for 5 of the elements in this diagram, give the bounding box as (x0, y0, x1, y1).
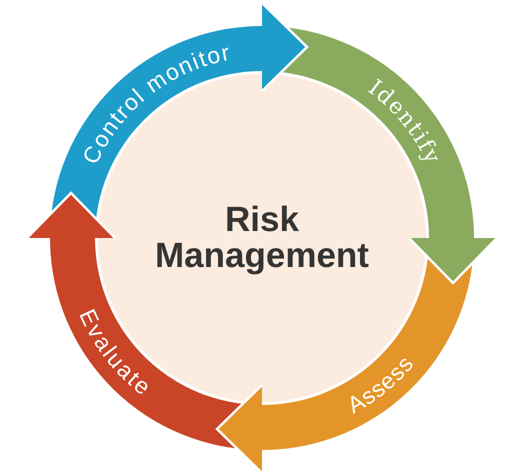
arrow (260, 2, 308, 92)
arrow (216, 384, 264, 473)
arrow (408, 236, 498, 284)
arrow (26, 192, 116, 240)
center-title: Risk Management (154, 202, 370, 274)
